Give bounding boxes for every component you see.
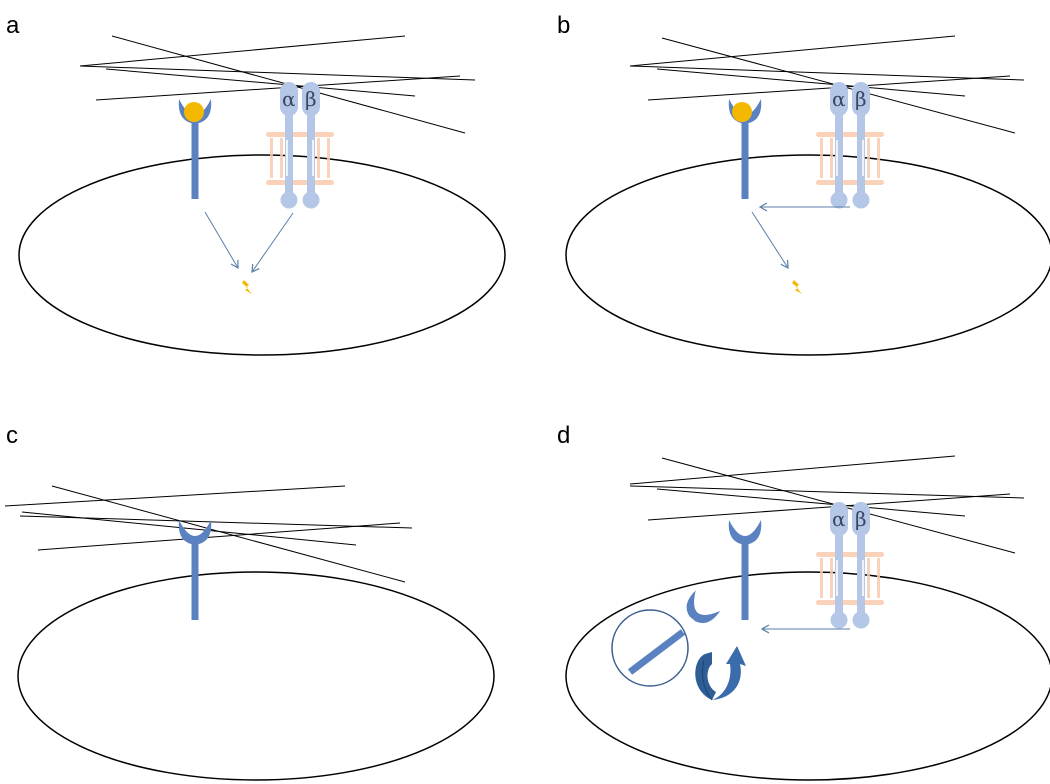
cell-outline [565, 154, 1050, 356]
ligand [732, 102, 752, 122]
integrin-beta-label: β [855, 87, 867, 111]
integrin: α β [266, 82, 334, 209]
panel-d: d α β [557, 422, 1050, 781]
panel-label-c: c [6, 422, 18, 449]
ligand [184, 102, 204, 122]
endocytic-vesicle [611, 609, 689, 687]
integrin-alpha-label: α [832, 87, 846, 111]
ecm-fibers [629, 35, 1025, 134]
ecm-fibers [79, 35, 476, 134]
cell-outline [565, 571, 1050, 781]
integrin-alpha-label: α [282, 87, 296, 111]
integrin-beta-label: β [305, 87, 317, 111]
ecm-fibers [4, 485, 413, 583]
integrin-alpha-label: α [832, 507, 846, 531]
panel-b: b α β [557, 12, 1050, 356]
panel-a: a α β [6, 12, 506, 356]
panel-label-a: a [6, 12, 20, 39]
signal-bolt-icon [242, 280, 252, 294]
ecm-fibers [629, 455, 1025, 554]
integrin: α β [816, 502, 884, 629]
cell-outline [17, 571, 495, 781]
panel-c: c [4, 422, 495, 781]
internalized-receptor [611, 590, 721, 687]
signal-bolt-icon [792, 280, 802, 294]
integrin: α β [816, 82, 884, 209]
panel-label-d: d [557, 422, 570, 449]
cell-outline [18, 154, 506, 356]
panel-label-b: b [557, 12, 570, 39]
signal-arrow [751, 211, 789, 270]
recycling-arrow-icon [695, 646, 746, 701]
receptor [728, 520, 762, 620]
integrin-beta-label: β [855, 507, 867, 531]
signal-arrow [251, 212, 294, 273]
signal-arrow [204, 211, 239, 270]
receptor [178, 520, 212, 620]
